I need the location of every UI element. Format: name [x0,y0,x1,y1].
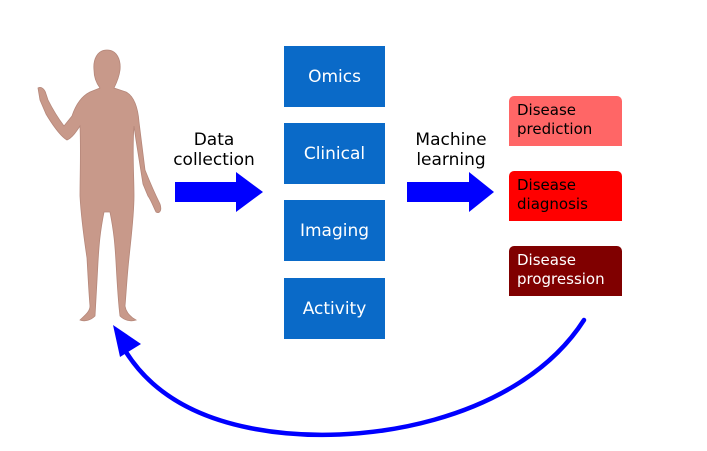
data-box-omics: Omics [284,46,385,107]
outcome-label-line-1: Disease [517,101,576,119]
machine-learning-label: Machine learning [405,130,497,170]
data-collection-label: Data collection [162,130,266,170]
data-box-clinical: Clinical [284,123,385,184]
feedback-curved-arrow [113,317,587,438]
data-collection-label-line-2: collection [173,150,255,170]
outcome-disease-prediction: Disease prediction [509,96,622,146]
data-box-label: Activity [302,298,367,319]
outcome-label-line-2: diagnosis [517,195,588,213]
data-collection-label-line-1: Data [193,130,235,150]
outcome-label-line-2: progression [517,270,605,288]
machine-learning-arrow [407,172,494,212]
outcome-label-line-1: Disease [517,176,576,194]
outcome-label-line-2: prediction [517,120,593,138]
outcome-disease-diagnosis: Disease diagnosis [509,171,622,221]
data-box-label: Omics [308,66,361,87]
machine-learning-label-line-1: Machine [415,130,487,150]
outcome-label-line-1: Disease [517,251,576,269]
data-box-label: Imaging [299,220,370,241]
outcome-disease-progression: Disease progression [509,246,622,296]
data-box-label: Clinical [303,143,366,164]
data-box-imaging: Imaging [284,200,385,261]
data-collection-arrow [175,172,263,212]
person-body [37,49,162,322]
machine-learning-label-line-2: learning [416,150,486,170]
feedback-arrowhead [113,325,141,357]
person-figure [37,49,162,322]
data-box-activity: Activity [284,278,385,339]
